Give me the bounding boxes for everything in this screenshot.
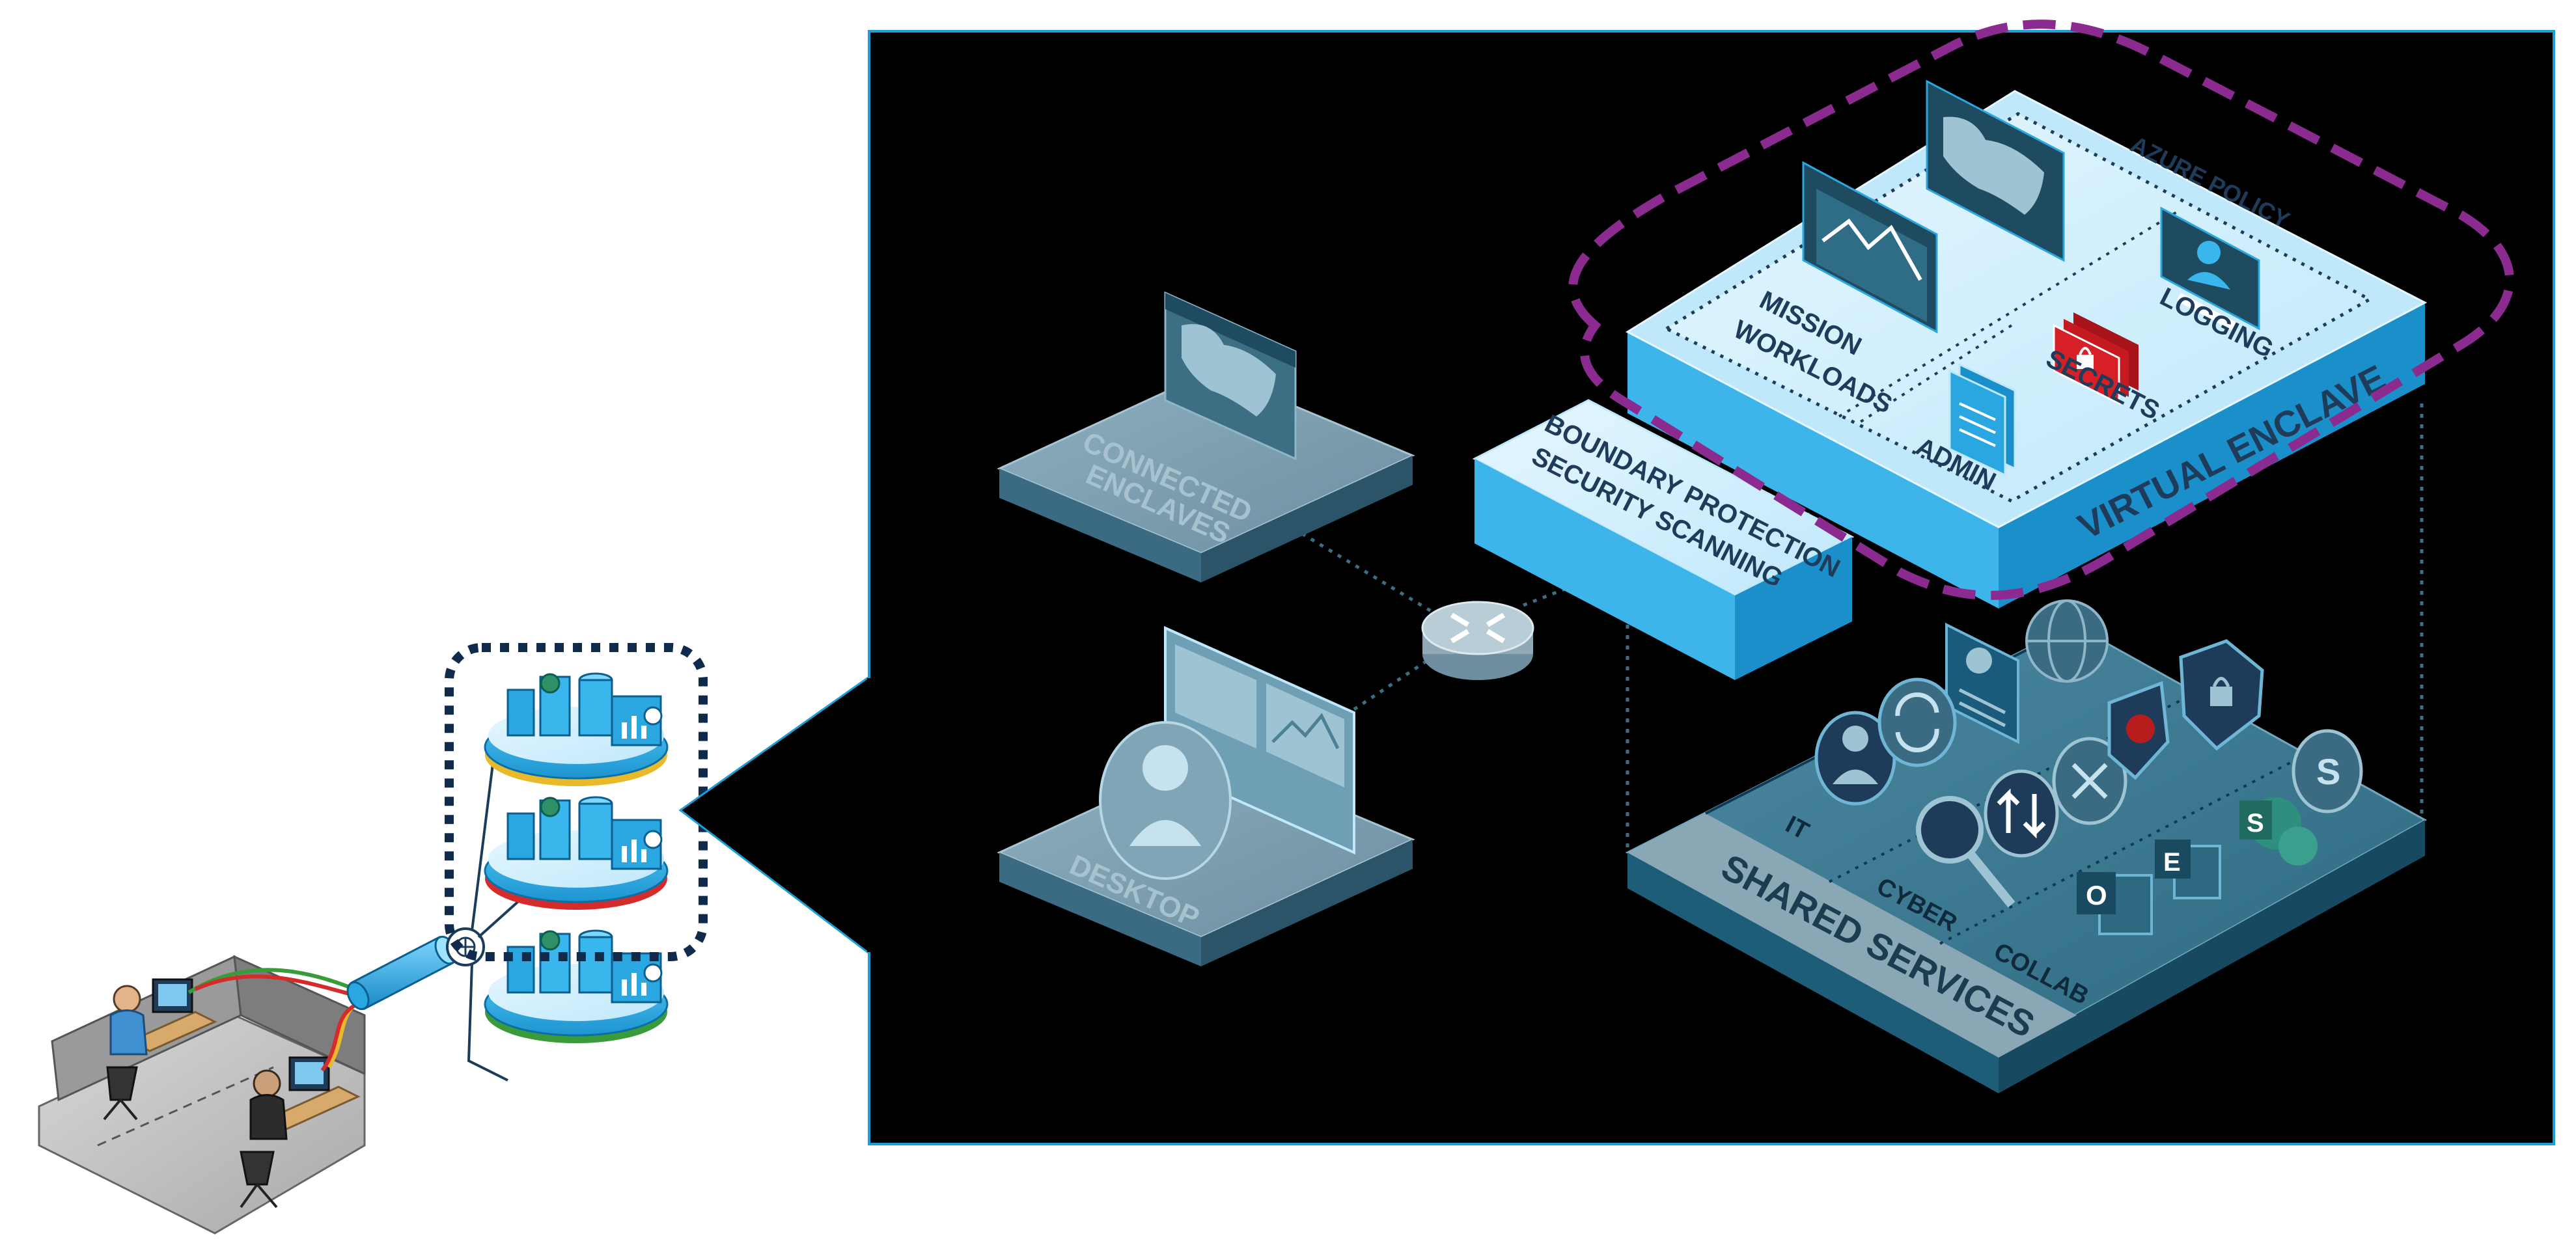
office-scene <box>38 955 366 1235</box>
svg-text:E: E <box>2163 848 2181 877</box>
sharepoint-icon: S <box>2239 797 2318 866</box>
exchange-icon: E <box>2155 840 2221 899</box>
workload-chart-window-icon <box>1802 161 1938 334</box>
hub-icon <box>2052 737 2127 825</box>
svg-text:O: O <box>2086 880 2107 910</box>
arrows-updown-icon <box>1984 769 2059 858</box>
malware-icon <box>2107 681 2170 780</box>
svg-text:S: S <box>2316 751 2340 792</box>
router-icon <box>1421 601 1534 680</box>
person-icon <box>113 985 141 1013</box>
outlook-icon: O <box>2077 872 2153 935</box>
search-icon <box>1916 796 2015 908</box>
cloud-stack-2 <box>484 796 669 910</box>
boundary-protection-block: BOUNDARY PROTECTION SECURITY SCANNING <box>1472 399 1855 680</box>
secrets-lock-icon <box>2053 312 2139 405</box>
cloud-stack-1 <box>484 672 669 786</box>
zoom-callout <box>678 675 870 956</box>
skype-icon: S <box>2292 729 2363 813</box>
sync-icon <box>1877 677 1957 767</box>
admin-document-icon <box>1948 362 2016 477</box>
cloud-stack-3 <box>484 929 669 1043</box>
user-icon <box>1099 721 1232 880</box>
world-map-window-icon <box>1926 79 2065 262</box>
connected-enclaves-tile: CONNECTED ENCLAVES <box>997 291 1415 582</box>
person-icon <box>253 1069 281 1098</box>
desktop-tile: DESKTOP <box>997 625 1415 966</box>
globe-icon <box>2025 599 2109 683</box>
shield-lock-icon <box>2179 639 2264 751</box>
shared-services-tile: SHARED SERVICES IT CYBER COLLAB <box>1625 599 2428 1093</box>
network-cables <box>187 968 359 1072</box>
office-wall-right <box>233 955 366 1076</box>
user-login-icon <box>2160 206 2260 332</box>
connection-pipe-icon <box>346 935 458 1011</box>
virtual-enclave-highlight <box>1568 20 2514 600</box>
cloud-selection-box <box>445 643 708 961</box>
svg-text:S: S <box>2247 809 2264 838</box>
id-card-icon <box>1945 622 2019 744</box>
